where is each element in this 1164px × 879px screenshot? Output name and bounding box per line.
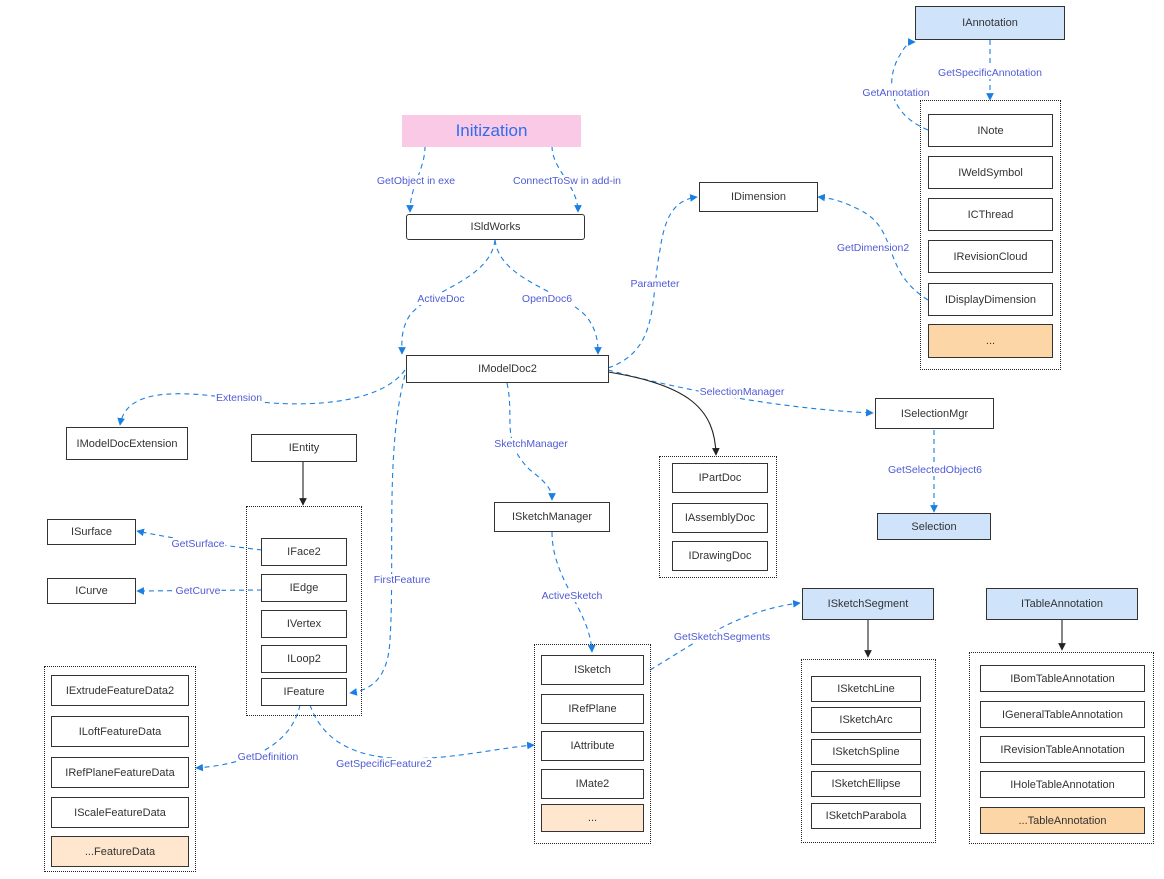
- edge-getdimension2: [817, 193, 929, 301]
- node-isldworks[interactable]: ISldWorks: [406, 214, 585, 240]
- node-iweldsymbol[interactable]: IWeldSymbol: [928, 156, 1053, 189]
- edge-getsurface: [136, 528, 263, 551]
- label-parameter: Parameter: [629, 278, 681, 290]
- node-selection[interactable]: Selection: [877, 513, 991, 540]
- node-ientity[interactable]: IEntity: [251, 434, 357, 462]
- edge-opendoc6: [494, 239, 602, 355]
- node-ifeature[interactable]: IFeature: [261, 678, 347, 706]
- label-getselectedobject6: GetSelectedObject6: [887, 464, 983, 476]
- label-extension: Extension: [214, 392, 264, 404]
- entity-group: [246, 506, 362, 716]
- label-getspecificfeature2: GetSpecificFeature2: [335, 758, 433, 770]
- node-isketch[interactable]: ISketch: [541, 655, 644, 685]
- node-inote[interactable]: INote: [928, 114, 1053, 147]
- annotation-group: [920, 100, 1061, 370]
- node-sketch-more[interactable]: ...: [541, 804, 644, 832]
- edge-getcurve: [136, 587, 263, 595]
- node-isketchsegment[interactable]: ISketchSegment: [802, 588, 934, 620]
- node-imodeldocextension[interactable]: IModelDocExtension: [66, 427, 188, 460]
- edge-parameter: [607, 194, 698, 369]
- label-activesketch: ActiveSketch: [540, 590, 604, 602]
- node-iannotation[interactable]: IAnnotation: [915, 6, 1065, 40]
- label-getannotation: GetAnnotation: [861, 87, 931, 99]
- edge-connecttosw: [551, 145, 582, 213]
- label-activedoc: ActiveDoc: [416, 293, 466, 305]
- tableannotation-group: [969, 652, 1154, 844]
- edge-imodeldoc2-to-docs: [607, 371, 720, 456]
- node-annotation-more[interactable]: ...: [928, 324, 1053, 358]
- label-firstfeature: FirstFeature: [372, 574, 432, 586]
- node-idisplaydimension[interactable]: IDisplayDimension: [928, 283, 1053, 316]
- node-idrawingdoc[interactable]: IDrawingDoc: [672, 541, 768, 571]
- label-getsurface: GetSurface: [170, 538, 226, 550]
- node-iholetableannotation[interactable]: IHoleTableAnnotation: [980, 771, 1145, 798]
- sketchsegment-group: [801, 659, 936, 843]
- sketch-group: [534, 644, 651, 844]
- label-connecttosw: ConnectToSw in add-in: [512, 175, 622, 187]
- node-iassemblydoc[interactable]: IAssemblyDoc: [672, 503, 768, 533]
- node-isketchline[interactable]: ISketchLine: [811, 676, 921, 702]
- node-irefplane[interactable]: IRefPlane: [541, 694, 644, 724]
- label-sketchmanager: SketchManager: [493, 438, 569, 450]
- node-itableannotation[interactable]: ITableAnnotation: [986, 588, 1138, 620]
- node-imodeldoc2[interactable]: IModelDoc2: [406, 355, 609, 383]
- node-isketchparabola[interactable]: ISketchParabola: [811, 803, 921, 829]
- node-ipartdoc[interactable]: IPartDoc: [672, 463, 768, 493]
- node-igeneraltableannotation[interactable]: IGeneralTableAnnotation: [980, 701, 1145, 728]
- node-imate2[interactable]: IMate2: [541, 769, 644, 799]
- featuredata-group: [44, 666, 196, 872]
- node-iextrudefeaturedata2[interactable]: IExtrudeFeatureData2: [51, 675, 189, 706]
- node-isketchellipse[interactable]: ISketchEllipse: [811, 771, 921, 797]
- node-isketchspline[interactable]: ISketchSpline: [811, 739, 921, 765]
- node-ibomtableannotation[interactable]: IBomTableAnnotation: [980, 665, 1145, 692]
- node-irevisiontableannotation[interactable]: IRevisionTableAnnotation: [980, 736, 1145, 763]
- node-initization[interactable]: Initization: [402, 115, 581, 147]
- edge-activedoc: [398, 239, 496, 355]
- node-isurface[interactable]: ISurface: [47, 519, 136, 545]
- edge-firstfeature: [349, 374, 406, 696]
- node-irevisioncloud[interactable]: IRevisionCloud: [928, 240, 1053, 273]
- label-getdimension2: GetDimension2: [835, 242, 911, 254]
- node-idimension[interactable]: IDimension: [699, 182, 818, 212]
- edge-getsketchsegments: [649, 599, 801, 671]
- node-isketcharc[interactable]: ISketchArc: [811, 707, 921, 733]
- node-iface2[interactable]: IFace2: [261, 538, 347, 566]
- node-iloftfeaturedata[interactable]: ILoftFeatureData: [51, 716, 189, 747]
- label-getcurve: GetCurve: [174, 585, 222, 597]
- node-iselectionmgr[interactable]: ISelectionMgr: [875, 398, 994, 429]
- node-iscalefeaturedata[interactable]: IScaleFeatureData: [51, 797, 189, 828]
- label-selectionmanager: SelectionManager: [698, 386, 786, 398]
- label-getobject: GetObject in exe: [375, 175, 457, 187]
- doc-type-group: [659, 456, 777, 578]
- node-tableannotation-more[interactable]: ...TableAnnotation: [980, 807, 1145, 834]
- node-iedge[interactable]: IEdge: [261, 574, 347, 602]
- node-ithread[interactable]: ICThread: [928, 198, 1053, 231]
- edge-getannotation: [891, 38, 929, 131]
- label-opendoc6: OpenDoc6: [520, 293, 574, 305]
- label-getspecificannotation: GetSpecificAnnotation: [937, 67, 1043, 79]
- node-icurve[interactable]: ICurve: [47, 578, 136, 604]
- label-getdefinition: GetDefinition: [236, 751, 300, 763]
- label-getsketchsegments: GetSketchSegments: [672, 631, 772, 643]
- node-ivertex[interactable]: IVertex: [261, 610, 347, 638]
- node-iattribute[interactable]: IAttribute: [541, 731, 644, 761]
- node-featuredata-more[interactable]: ...FeatureData: [51, 836, 189, 867]
- node-isketchmanager[interactable]: ISketchManager: [494, 502, 610, 532]
- node-irefplanefeaturedata[interactable]: IRefPlaneFeatureData: [51, 757, 189, 788]
- node-iloop2[interactable]: ILoop2: [261, 645, 347, 673]
